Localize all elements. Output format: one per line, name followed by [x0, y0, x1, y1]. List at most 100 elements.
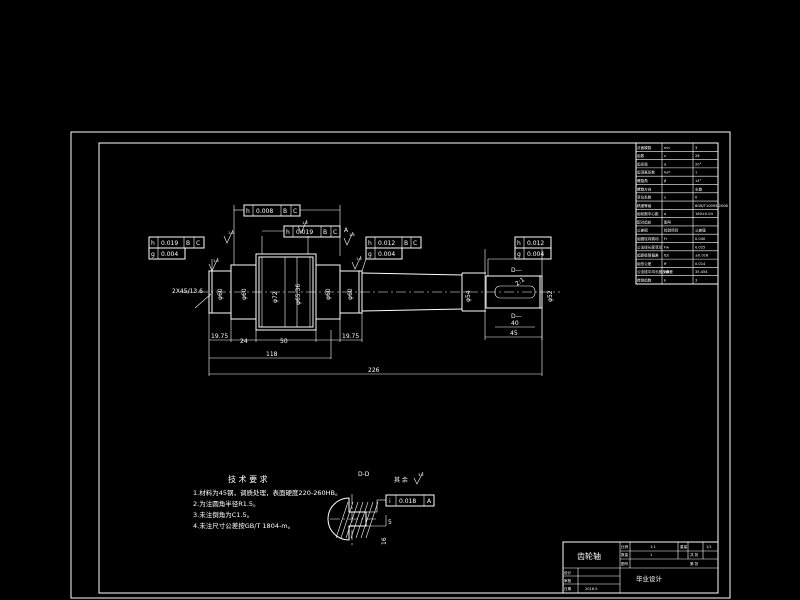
svg-text:B: B — [186, 240, 190, 247]
param-cell: Fw — [664, 245, 669, 249]
dia-gear-1: φ72 — [272, 291, 279, 303]
param-cell: 螺旋角 — [637, 178, 648, 183]
svg-text:i: i — [389, 498, 391, 505]
tech-item-3: 3.未注倒角为C1.5。 — [193, 510, 253, 519]
dia-shoulder-left: φ60 — [241, 288, 248, 300]
param-cell: ±0.016 — [695, 254, 709, 258]
param-cell: α — [664, 162, 667, 166]
param-cell: 8GB/T10095-2008 — [695, 204, 729, 208]
tolerance-frame-left: h 0.019 B C g 0.004 — [148, 236, 205, 260]
dim-19-75-right: 19.75 — [342, 333, 359, 340]
svg-text:h: h — [517, 240, 521, 247]
param-cell: 检验项目 — [664, 228, 678, 233]
datum-a-label: A — [344, 227, 349, 234]
section-view: D-D 其 余 3.2 i 0.018 A 5 16 — [327, 471, 435, 545]
svg-text:1.6: 1.6 — [356, 257, 362, 261]
param-cell: 跨测齿数 — [637, 278, 652, 283]
svg-text:0.004: 0.004 — [527, 251, 544, 258]
school-name: 毕业设计 — [636, 574, 663, 583]
param-cell: 变位系数 — [637, 195, 652, 200]
svg-text:h: h — [286, 229, 290, 236]
dia-end: φ52 — [547, 290, 554, 302]
dim-19-75-left: 19.75 — [211, 333, 228, 340]
part-name: 齿轮轴 — [577, 551, 601, 561]
svg-text:0.008: 0.008 — [256, 208, 273, 215]
svg-text:C: C — [333, 229, 337, 236]
svg-text:A: A — [427, 498, 432, 505]
dia-shaft: φ54 — [465, 290, 472, 302]
dim-118: 118 — [266, 351, 278, 358]
dim-226: 226 — [368, 367, 380, 374]
key-ratio-label: 2:1 — [514, 276, 526, 287]
tolerance-frame-mid-inner: h 0.019 B C — [262, 225, 341, 238]
dim-40: 40 — [511, 320, 519, 327]
tech-requirements: 技 术 要 求 1.材料为45钢，调质处理，表面硬度220-260HB。 2.为… — [193, 474, 341, 530]
param-cell: 公法线长度变动 — [637, 244, 663, 249]
svg-text:3.2: 3.2 — [418, 473, 424, 477]
param-cell: 0.025 — [695, 245, 705, 249]
svg-text:C: C — [413, 240, 417, 247]
roughness-symbols: 1.6 1.6 1.6 1.6 1.6 — [208, 219, 362, 272]
svg-text:0.012: 0.012 — [378, 240, 395, 247]
checker-label: 审核 — [564, 578, 572, 583]
title-block: 齿轮轴 设计 审核 日期 2016.5 比例 1:1 重量 1/1 数量 1 共… — [562, 541, 719, 594]
param-cell: 14° — [695, 179, 702, 183]
param-cell: 齿形公差 — [637, 261, 652, 266]
svg-text:B: B — [323, 229, 327, 236]
ratio-value: 1:1 — [650, 545, 656, 549]
svg-text:0.019: 0.019 — [161, 240, 178, 247]
dia-gear-2: φ65.36 — [295, 284, 302, 305]
tolerance-frame-far-right: h 0.012 g 0.004 — [488, 236, 552, 260]
svg-text:h: h — [151, 240, 155, 247]
svg-text:0.004: 0.004 — [161, 251, 178, 258]
svg-text:0.019: 0.019 — [296, 229, 313, 236]
param-cell: Fr — [664, 237, 668, 241]
param-cell: a — [664, 212, 666, 216]
tech-item-4: 4.未注尺寸公差按GB/T 1804-m。 — [193, 521, 294, 530]
param-cell: 公法线平均长度及偏差 — [637, 269, 673, 274]
svg-text:g: g — [517, 251, 521, 258]
param-cell: 26 — [695, 154, 700, 158]
tolerance-frame-mid-outer: h 0.008 B C — [233, 204, 341, 220]
svg-text:0.004: 0.004 — [378, 251, 395, 258]
chamfer-label: 2X45/13.6 — [172, 288, 203, 295]
param-cell: z — [664, 154, 666, 158]
param-cell: 螺旋方向 — [637, 186, 652, 191]
param-cell: 齿顶高系数 — [637, 170, 655, 175]
section-title: D-D — [358, 471, 370, 478]
param-cell: 0.040 — [695, 237, 706, 241]
param-cell: 齿距极限偏差 — [637, 253, 659, 258]
date-label: 日期 — [564, 586, 572, 591]
param-cell: mn — [664, 146, 670, 150]
dim-45: 45 — [510, 330, 518, 337]
param-cell: 公差组 — [637, 228, 648, 233]
ratio-label: 比例 — [621, 544, 629, 549]
param-cell: 齿数 — [637, 153, 645, 158]
tech-title: 技 术 要 求 — [228, 474, 268, 484]
param-cell: ff — [664, 262, 667, 266]
dia-right-journal: φ60 — [347, 288, 354, 300]
param-cell: 齿轮副中心距 — [637, 211, 659, 216]
svg-text:1.6: 1.6 — [228, 231, 234, 235]
param-cell: fpt — [664, 254, 670, 258]
param-cell: 35.454 — [695, 270, 708, 274]
param-cell: 右旋 — [695, 186, 703, 191]
param-cell: 精度等级 — [637, 203, 652, 208]
svg-text:g: g — [151, 251, 155, 258]
dia-shoulder-right: φ60 — [325, 288, 332, 300]
qty-label: 数量 — [621, 552, 629, 557]
section-annotation: 其 余 — [394, 476, 408, 484]
svg-text:C: C — [196, 240, 200, 247]
inner-border — [98, 142, 719, 594]
svg-text:0.012: 0.012 — [527, 240, 544, 247]
svg-text:0.018: 0.018 — [399, 498, 416, 505]
dim-24: 24 — [240, 338, 248, 345]
param-cell: 图号 — [664, 219, 672, 224]
date-value: 2016.5 — [585, 587, 598, 591]
param-cell: ha* — [664, 171, 670, 175]
sheet-label: 图号 — [621, 561, 629, 566]
param-cell: 法面模数 — [637, 145, 652, 150]
param-cell: 0.014 — [695, 262, 706, 266]
qty-value: 1 — [650, 553, 652, 557]
